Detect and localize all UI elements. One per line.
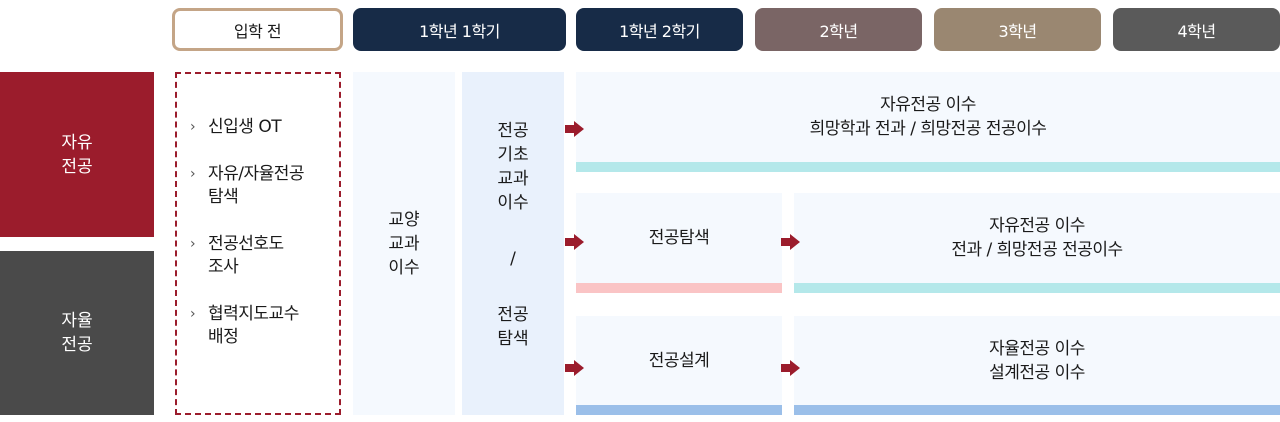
list-item: › 자유/자율전공 탐색 [190, 163, 305, 209]
list-item-text: 배정 [208, 327, 239, 347]
explore-result-cell: 자유전공 이수 전과 / 희망전공 전공이수 [794, 193, 1280, 283]
column-text: 교과 [388, 233, 420, 254]
cell-text: 자율전공 이수 [989, 338, 1085, 359]
list-item: › 신입생 OT [190, 116, 304, 139]
list-item-text: 협력지도교수 [208, 304, 299, 324]
cell-text: 희망학과 전과 / 희망전공 전공이수 [809, 119, 1047, 139]
blue-bar [576, 405, 782, 415]
pre-admission-list: › 신입생 OT › 자유/자율전공 탐색 › 전공선호도 조사 › 협력지도교… [190, 116, 305, 373]
stage-label: 2학년 [819, 21, 858, 41]
stage-label: 1학년 2학기 [619, 21, 700, 41]
stage-label: 3학년 [998, 21, 1037, 41]
column-text: 교과 [497, 169, 529, 189]
list-item-text: 조사 [208, 257, 239, 277]
arrow-right-icon [565, 121, 584, 137]
free-major-direct-cell: 자유전공 이수 희망학과 전과 / 희망전공 전공이수 [576, 72, 1280, 162]
list-item-text: 자유/자율전공 [208, 164, 305, 184]
column-text: 탐색 [497, 329, 529, 349]
column-text: 이수 [388, 257, 420, 278]
teal-bar [794, 283, 1280, 293]
track-self-major: 자율 전공 [0, 251, 154, 415]
stage-year4: 4학년 [1113, 8, 1280, 51]
major-basics-column: 전공 기초 교과 이수 / 전공 탐색 [462, 72, 564, 415]
liberal-arts-column: 교양 교과 이수 [353, 72, 455, 415]
chevron-right-icon: › [190, 119, 196, 135]
stage-year3: 3학년 [934, 8, 1101, 51]
arrow-right-icon [781, 360, 800, 376]
cell-text: 전과 / 희망전공 전공이수 [951, 240, 1123, 260]
stage-pre-admission: 입학 전 [172, 8, 343, 51]
explore-stage-cell: 전공탐색 [576, 193, 782, 283]
column-text: 기초 [497, 145, 529, 165]
stage-year2: 2학년 [755, 8, 922, 51]
column-text: 전공 [497, 121, 529, 141]
separator: / [510, 249, 516, 269]
blue-bar [794, 405, 1280, 415]
design-result-cell: 자율전공 이수 설계전공 이수 [794, 316, 1280, 405]
pink-bar [576, 283, 782, 293]
track-label-line: 전공 [61, 335, 93, 355]
cell-text: 전공탐색 [648, 228, 710, 248]
chevron-right-icon: › [190, 166, 196, 182]
list-item-text: 전공선호도 [208, 234, 284, 254]
track-label-line: 전공 [61, 156, 93, 177]
stage-year1-sem2: 1학년 2학기 [576, 8, 743, 51]
cell-text: 자유전공 이수 [880, 95, 976, 115]
column-text: 전공 [497, 305, 529, 325]
pre-admission-box [175, 72, 341, 415]
arrow-right-icon [565, 234, 584, 250]
chevron-right-icon: › [190, 306, 196, 322]
stage-label: 4학년 [1177, 21, 1216, 41]
teal-bar [576, 162, 1280, 172]
track-label-line: 자율 [61, 311, 93, 331]
list-item: › 협력지도교수 배정 [190, 303, 304, 349]
list-item-text: 탐색 [208, 187, 239, 207]
arrow-right-icon [781, 234, 800, 250]
arrow-right-icon [565, 360, 584, 376]
column-text: 이수 [497, 193, 529, 213]
stage-year1-sem1: 1학년 1학기 [353, 8, 566, 51]
design-stage-cell: 전공설계 [576, 316, 782, 405]
cell-text: 자유전공 이수 [989, 216, 1085, 236]
track-label-line: 자유 [61, 132, 93, 153]
cell-text: 설계전공 이수 [989, 362, 1085, 383]
stage-label: 입학 전 [233, 21, 282, 41]
track-free-major: 자유 전공 [0, 72, 154, 237]
cell-text: 전공설계 [648, 350, 710, 371]
stage-label: 1학년 1학기 [419, 21, 500, 41]
list-item-text: 신입생 OT [208, 117, 282, 137]
chevron-right-icon: › [190, 236, 196, 252]
list-item: › 전공선호도 조사 [190, 233, 304, 279]
column-text: 교양 [388, 209, 420, 230]
